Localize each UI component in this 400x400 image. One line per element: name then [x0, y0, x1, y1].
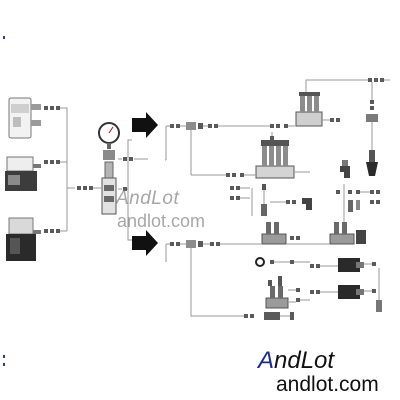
pump-unit-1 [8, 97, 41, 139]
distributor-block-icon [295, 92, 323, 127]
upper-branch [165, 78, 390, 179]
watermark-brand: AndLot [116, 188, 180, 209]
metering-valve-icon [340, 160, 350, 178]
pump-unit-3 [6, 217, 41, 261]
distributor-block-icon [255, 140, 295, 179]
pressure-gauge-icon [98, 122, 120, 149]
cylinder-icon [338, 258, 364, 272]
watermark-url: andlot.com [117, 211, 206, 231]
brand-url: andlot.com [276, 373, 379, 396]
lower-branch [165, 240, 382, 320]
brand-logo-rest: ndLot [274, 347, 335, 374]
o-ring-icon [255, 257, 265, 267]
pump-unit-2 [5, 156, 41, 191]
cylinder-icon [338, 285, 364, 299]
metering-valve-cluster [230, 184, 380, 230]
main-trunk-lines [93, 139, 148, 241]
distributor-row-upper [261, 222, 366, 245]
filter-icon [101, 150, 117, 215]
brand-logo: AndLot [258, 347, 334, 375]
filter-fittings [77, 157, 133, 191]
nozzle-icon [366, 150, 378, 176]
flow-arrow-icon [132, 112, 158, 138]
edge-marker [3, 36, 5, 39]
flow-arrow-icon [132, 230, 158, 256]
edge-marker [3, 355, 5, 358]
distributor-block-icon [265, 276, 289, 309]
brand-logo-initial: A [258, 347, 275, 374]
pump-fittings [44, 106, 60, 233]
edge-marker [3, 363, 5, 366]
pump-manifold-lines [60, 107, 75, 232]
